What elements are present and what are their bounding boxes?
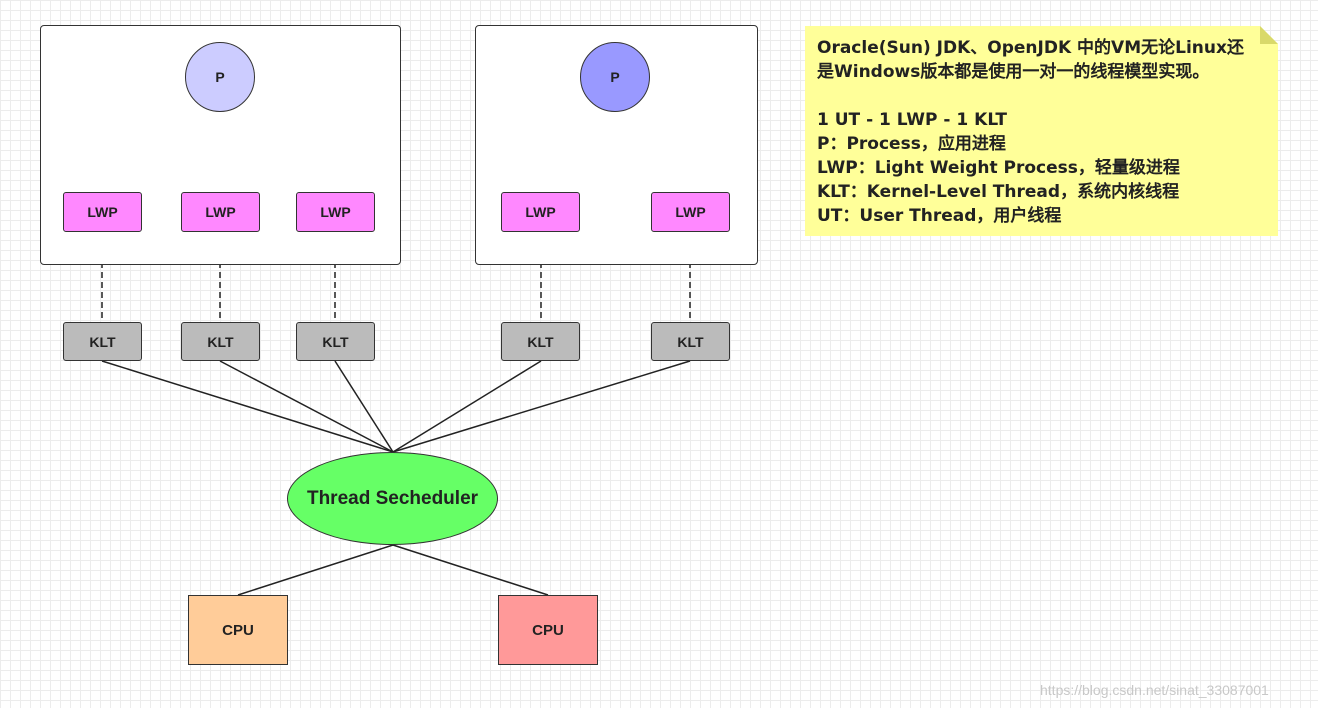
note-line <box>817 84 1266 108</box>
klt-node: KLT <box>651 322 730 361</box>
line-klt4-sched <box>392 360 542 453</box>
note-line: Oracle(Sun) JDK、OpenJDK 中的VM无论Linux还 <box>817 38 1244 58</box>
lwp-node: LWP <box>501 192 580 232</box>
line-klt2-sched <box>219 360 394 453</box>
klt-node: KLT <box>501 322 580 361</box>
line-sched-cpu1 <box>237 544 394 596</box>
lwp-node: LWP <box>296 192 375 232</box>
note-line: P：Process，应用进程 <box>817 134 1006 154</box>
note-line: 1 UT - 1 LWP - 1 KLT <box>817 110 1007 130</box>
note-line: LWP：Light Weight Process，轻量级进程 <box>817 158 1180 178</box>
klt-node: KLT <box>63 322 142 361</box>
note-line: KLT：Kernel-Level Thread，系统内核线程 <box>817 182 1180 202</box>
legend-note: Oracle(Sun) JDK、OpenJDK 中的VM无论Linux还 是Wi… <box>805 26 1278 236</box>
lwp-node: LWP <box>181 192 260 232</box>
line-sched-cpu2 <box>392 544 549 596</box>
line-klt3-sched <box>334 360 394 453</box>
thread-scheduler-node: Thread Secheduler <box>287 452 498 545</box>
note-line: UT：User Thread，用户线程 <box>817 206 1062 226</box>
line-klt1-sched <box>101 360 394 453</box>
cpu-node-left: CPU <box>188 595 288 665</box>
line-klt5-sched <box>392 360 691 453</box>
klt-node: KLT <box>181 322 260 361</box>
watermark: https://blog.csdn.net/sinat_33087001 <box>1040 682 1269 698</box>
process-node-right: P <box>580 42 650 112</box>
lwp-node: LWP <box>63 192 142 232</box>
cpu-node-right: CPU <box>498 595 598 665</box>
note-line: 是Windows版本都是使用一对一的线程模型实现。 <box>817 62 1210 82</box>
process-node-left: P <box>185 42 255 112</box>
klt-node: KLT <box>296 322 375 361</box>
lwp-node: LWP <box>651 192 730 232</box>
